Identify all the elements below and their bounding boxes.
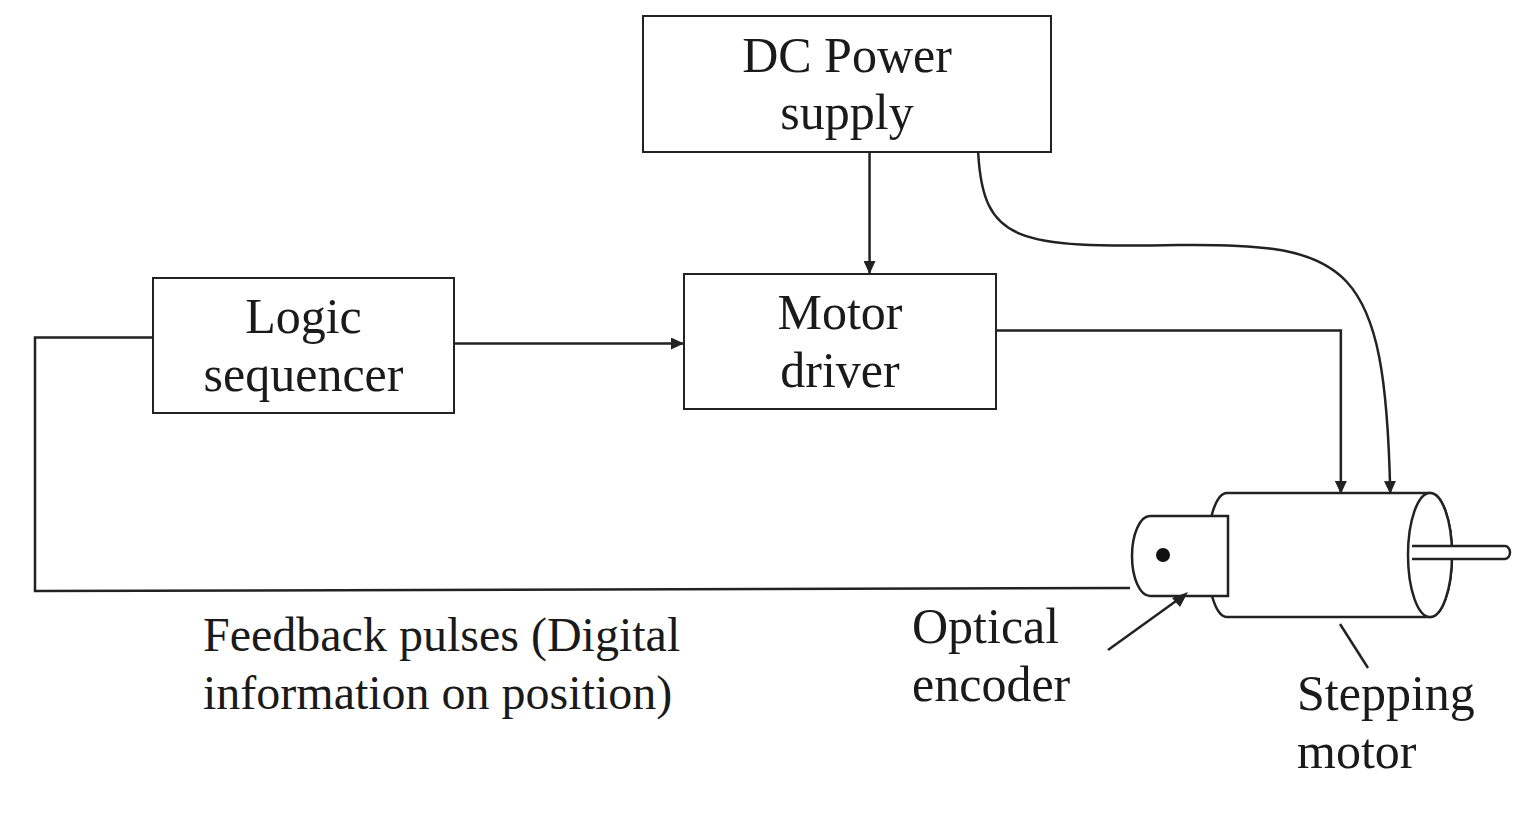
leader-line (1340, 624, 1368, 668)
edge-label: Feedback pulses (Digital information on … (200, 606, 686, 721)
leader-line (1108, 596, 1183, 650)
part-label: Optical encoder (912, 598, 1122, 713)
process-box: Logic sequencer (152, 277, 455, 414)
stepping-motor: Stepping motor (1205, 493, 1452, 617)
connector-arrow (868, 153, 871, 273)
encoder-dot (1156, 548, 1170, 562)
part-label: Stepping motor (1297, 665, 1537, 780)
leader-arrowhead (1172, 592, 1188, 607)
connector-arrow (978, 153, 1390, 493)
process-box: DC Power supply (642, 15, 1052, 153)
connector-arrow (997, 331, 1341, 493)
box-label: Motor driver (715, 284, 965, 399)
optical-encoder: Optical encoder (1130, 516, 1228, 596)
process-box: Motor driver (683, 273, 997, 410)
connector-arrow (455, 342, 683, 345)
motor-shaft (1412, 546, 1510, 559)
box-label: DC Power supply (687, 27, 1007, 142)
encoder-body (1132, 516, 1228, 596)
box-label: Logic sequencer (174, 288, 434, 403)
